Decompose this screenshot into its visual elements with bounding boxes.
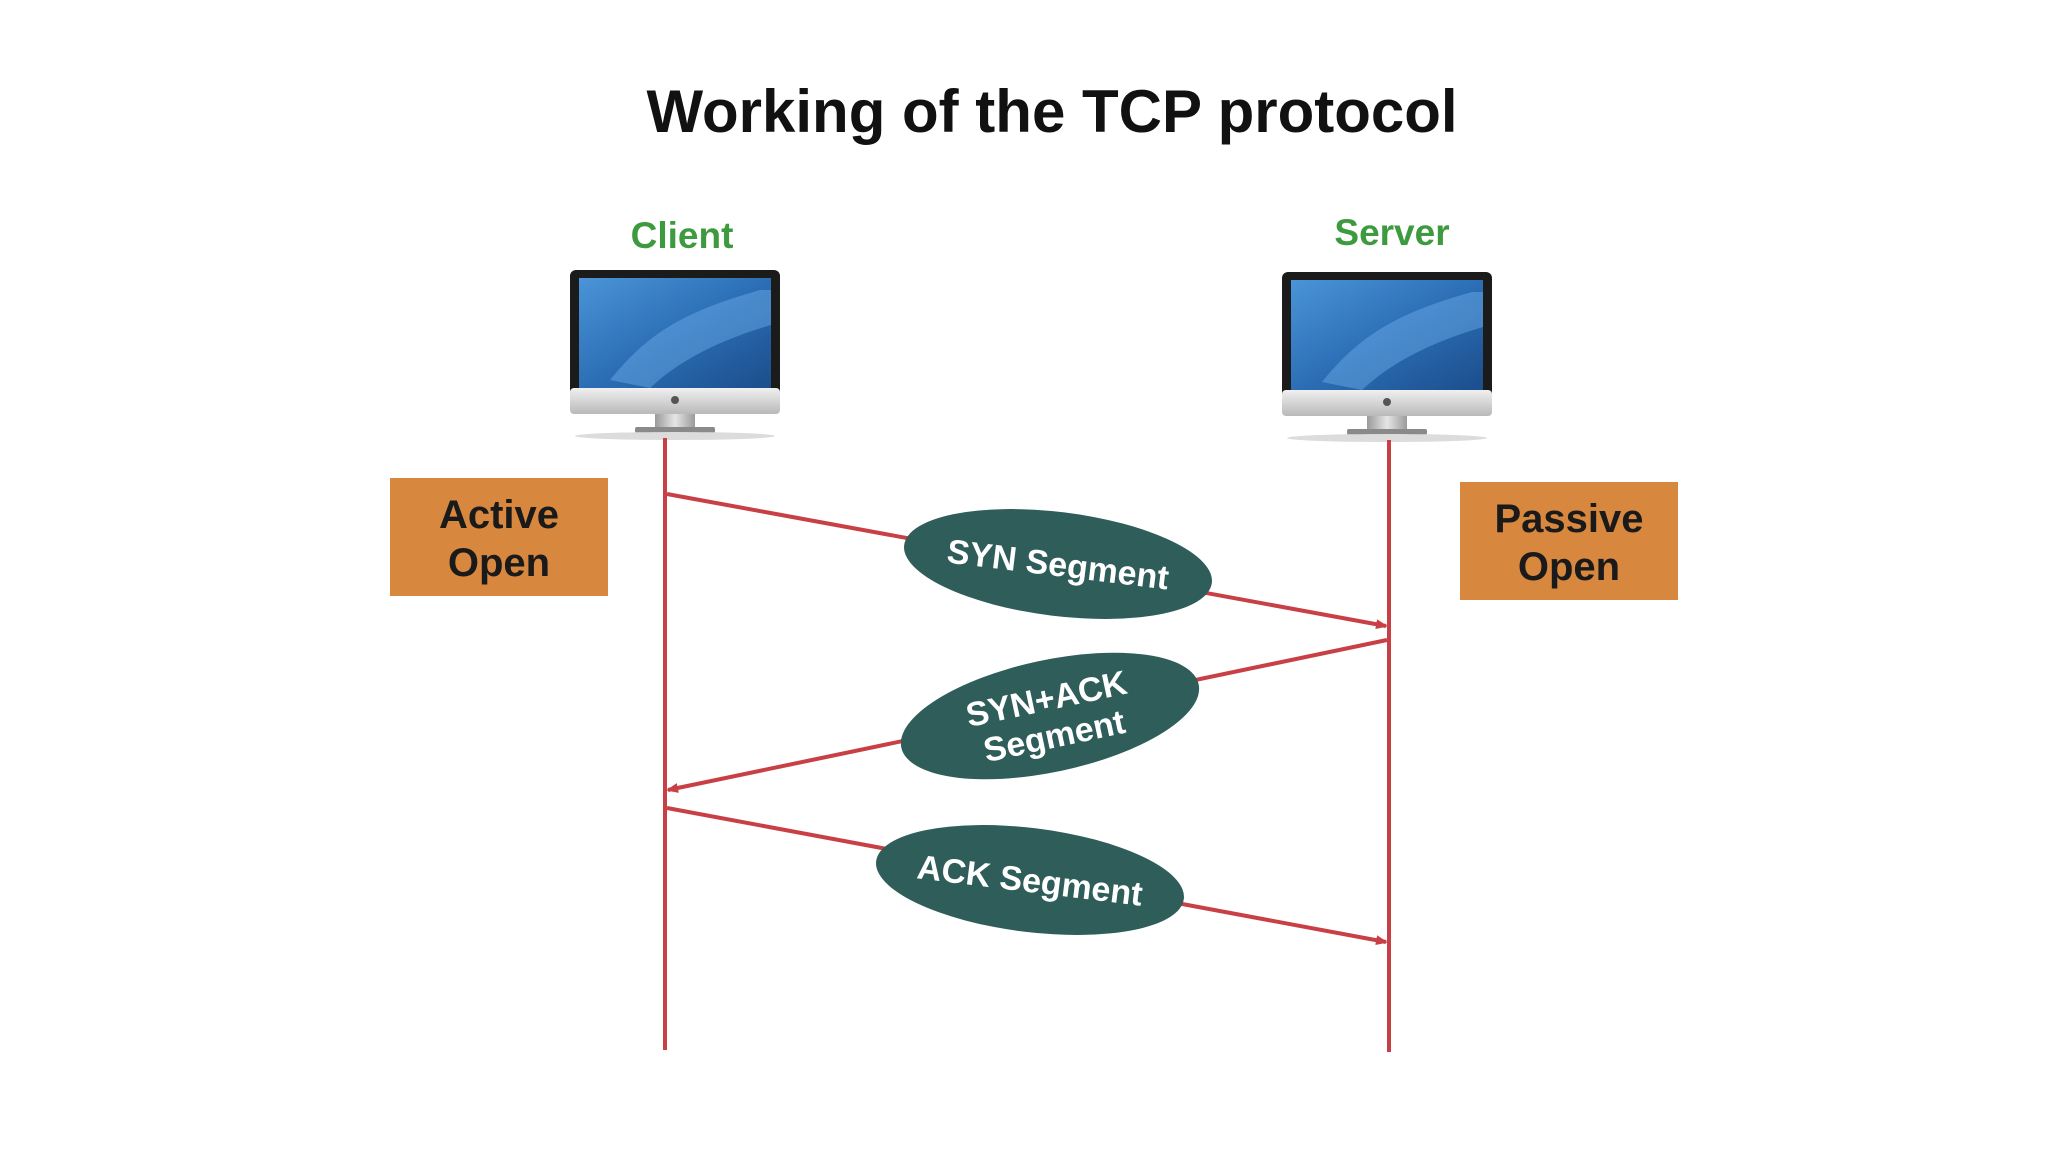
passive-open-line-1: Passive: [1494, 497, 1643, 541]
active-open-box: Active Open: [390, 478, 608, 596]
desktop-monitor-icon: [570, 270, 780, 440]
ack-segment-ellipse: [876, 825, 1184, 935]
desktop-monitor-icon: [1282, 272, 1492, 442]
syn-segment-ellipse: [904, 509, 1212, 619]
server-label: Server: [1334, 212, 1449, 253]
client-label: Client: [631, 215, 734, 256]
ack-message: ACK Segment: [666, 806, 1388, 946]
syn-ack-message: SYN+ACK Segment: [666, 638, 1388, 793]
active-open-line-2: Open: [448, 541, 550, 585]
active-open-line-1: Active: [439, 493, 559, 537]
passive-open-box: Passive Open: [1460, 482, 1678, 600]
syn-message: SYN Segment: [666, 492, 1388, 630]
diagram-title: Working of the TCP protocol: [646, 78, 1457, 145]
syn-ack-segment-ellipse: [900, 652, 1200, 780]
passive-open-line-2: Open: [1518, 545, 1620, 589]
